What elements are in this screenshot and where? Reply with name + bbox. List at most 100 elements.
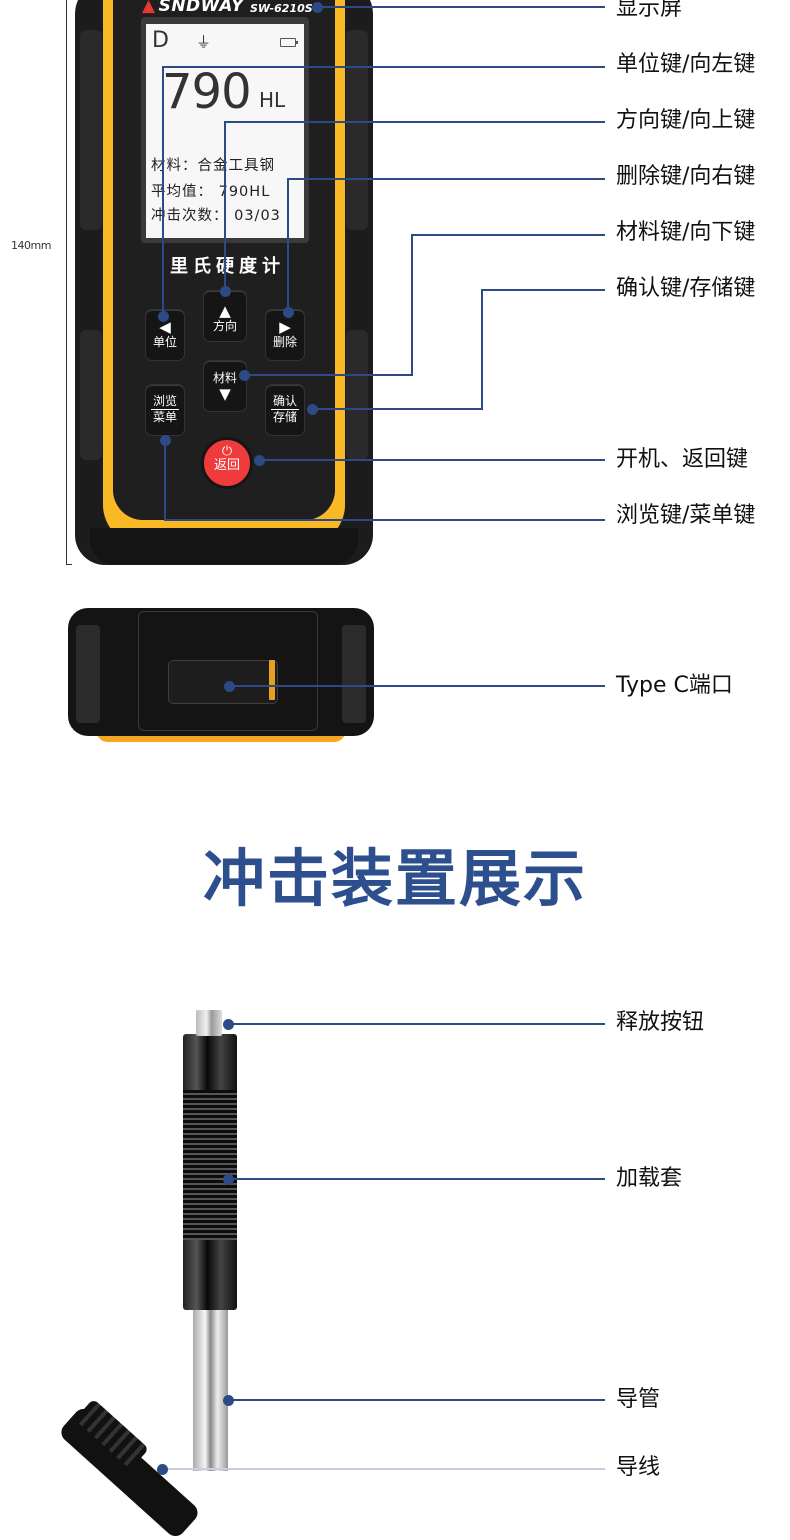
callout-dot-display <box>312 2 323 13</box>
row-label: 材料： <box>151 158 198 174</box>
label-delete-key: 删除键/向右键 <box>616 164 756 189</box>
callout-dot-browse <box>160 435 171 446</box>
callout-dot-sleeve <box>223 1174 234 1185</box>
button-label-bottom: 存储 <box>272 410 297 424</box>
battery-icon <box>280 38 298 47</box>
label-browse-key: 浏览键/菜单键 <box>616 503 756 528</box>
device-grip-left-lower <box>80 330 102 460</box>
button-label: 方向 <box>212 319 237 333</box>
callout-line-power <box>259 459 605 461</box>
bottom-panel-left <box>76 625 100 723</box>
callout-dot-typec <box>224 681 235 692</box>
callout-line-tube <box>228 1399 605 1401</box>
up-arrow-icon: ▲ <box>219 302 231 320</box>
device-grip-left <box>80 30 102 230</box>
callout-dot-cable <box>157 1464 168 1475</box>
callout-line-release <box>228 1023 605 1025</box>
button-label-top: 浏览 <box>151 394 179 410</box>
down-arrow-icon: ⏚ <box>196 33 212 51</box>
dimension-label: 140mm <box>11 239 51 252</box>
device-grip-right <box>346 30 368 230</box>
browse-menu-button[interactable]: 浏览 菜单 <box>145 384 185 436</box>
device-base <box>90 528 358 564</box>
direction-mode: D <box>152 28 169 53</box>
probe-guide-tube <box>193 1310 228 1471</box>
callout-line-cable <box>162 1468 605 1470</box>
button-label: 单位 <box>152 335 177 349</box>
callout-line-material-h2 <box>244 374 413 376</box>
callout-dot-release <box>223 1019 234 1030</box>
label-power-key: 开机、返回键 <box>616 447 749 472</box>
callout-dot-confirm <box>307 404 318 415</box>
brand-name: SNDWAY <box>158 0 244 16</box>
callout-line-direction-v <box>224 121 226 291</box>
section-title: 冲击装置展示 <box>202 842 587 915</box>
callout-line-unit-v <box>162 66 164 316</box>
dimension-tick <box>66 564 72 565</box>
down-arrow-icon: ▼ <box>219 385 231 403</box>
callout-dot-unit <box>158 311 169 322</box>
reading-unit: HL <box>259 88 286 112</box>
screen-row-average: 平均值： 790HL <box>151 180 270 201</box>
callout-dot-power <box>254 455 265 466</box>
callout-line-unit <box>162 66 605 68</box>
bottom-panel-right <box>342 625 366 723</box>
screen-row-material: 材料：合金工具钢 <box>151 154 275 175</box>
callout-line-material <box>411 234 605 236</box>
button-label-top: 确认 <box>271 394 299 410</box>
model-number: SW-6210S <box>250 2 313 15</box>
callout-line-confirm-v <box>481 289 483 409</box>
label-cable: 导线 <box>616 1455 661 1480</box>
callout-line-direction <box>224 121 605 123</box>
confirm-save-button[interactable]: 确认 存储 <box>265 384 305 436</box>
label-unit-key: 单位键/向左键 <box>616 52 756 77</box>
callout-line-display <box>317 6 605 8</box>
type-c-port-cover[interactable] <box>168 660 278 704</box>
callout-line-sleeve <box>228 1178 605 1180</box>
callout-dot-direction <box>220 286 231 297</box>
device-grip-right-lower <box>346 330 368 460</box>
label-guide-tube: 导管 <box>616 1387 661 1412</box>
row-value: 790HL <box>218 184 271 200</box>
callout-line-typec <box>229 685 605 687</box>
label-confirm-key: 确认键/存储键 <box>616 276 756 301</box>
logo-triangle-icon: ▲ <box>142 0 156 16</box>
callout-line-browse-v <box>164 440 166 521</box>
callout-line-material-v <box>411 234 413 375</box>
label-typec-port: Type C端口 <box>616 673 733 698</box>
label-direction-key: 方向键/向上键 <box>616 108 756 133</box>
label-material-key: 材料键/向下键 <box>616 220 756 245</box>
callout-dot-material <box>239 370 250 381</box>
button-label: 删除 <box>272 335 297 349</box>
probe-cable <box>57 1404 202 1540</box>
callout-line-browse <box>164 519 605 521</box>
right-arrow-icon: ▶ <box>279 318 291 336</box>
row-value: 合金工具钢 <box>197 158 275 174</box>
direction-up-button[interactable]: ▲ 方向 <box>203 290 247 342</box>
callout-line-delete <box>287 178 605 180</box>
reading-value: 790 <box>162 64 252 120</box>
row-label: 平均值： <box>151 184 213 200</box>
button-label-bottom: 菜单 <box>152 410 177 424</box>
left-arrow-icon: ◀ <box>159 318 171 336</box>
power-icon: ⏻ <box>221 444 233 459</box>
button-label: 材料 <box>212 371 237 385</box>
button-label: 返回 <box>213 458 240 473</box>
row-label: 冲击次数： <box>151 208 229 224</box>
callout-line-delete-v <box>287 178 289 312</box>
dimension-line <box>66 0 67 565</box>
screen-row-impacts: 冲击次数： 03/03 <box>151 204 281 225</box>
port-latch <box>269 660 275 700</box>
label-release-button: 释放按钮 <box>616 1010 705 1035</box>
callout-dot-tube <box>223 1395 234 1406</box>
power-return-button[interactable]: ⏻ 返回 <box>201 437 253 489</box>
probe-grip-rings <box>183 1090 237 1240</box>
product-name: 里氏硬度计 <box>170 256 285 277</box>
bottom-center-panel <box>138 611 318 731</box>
probe-release-button <box>196 1010 222 1036</box>
row-value: 03/03 <box>234 208 281 224</box>
material-down-button[interactable]: 材料 ▼ <box>203 360 247 412</box>
label-loading-sleeve: 加载套 <box>616 1166 683 1191</box>
callout-dot-delete <box>283 307 294 318</box>
callout-line-confirm <box>481 289 605 291</box>
